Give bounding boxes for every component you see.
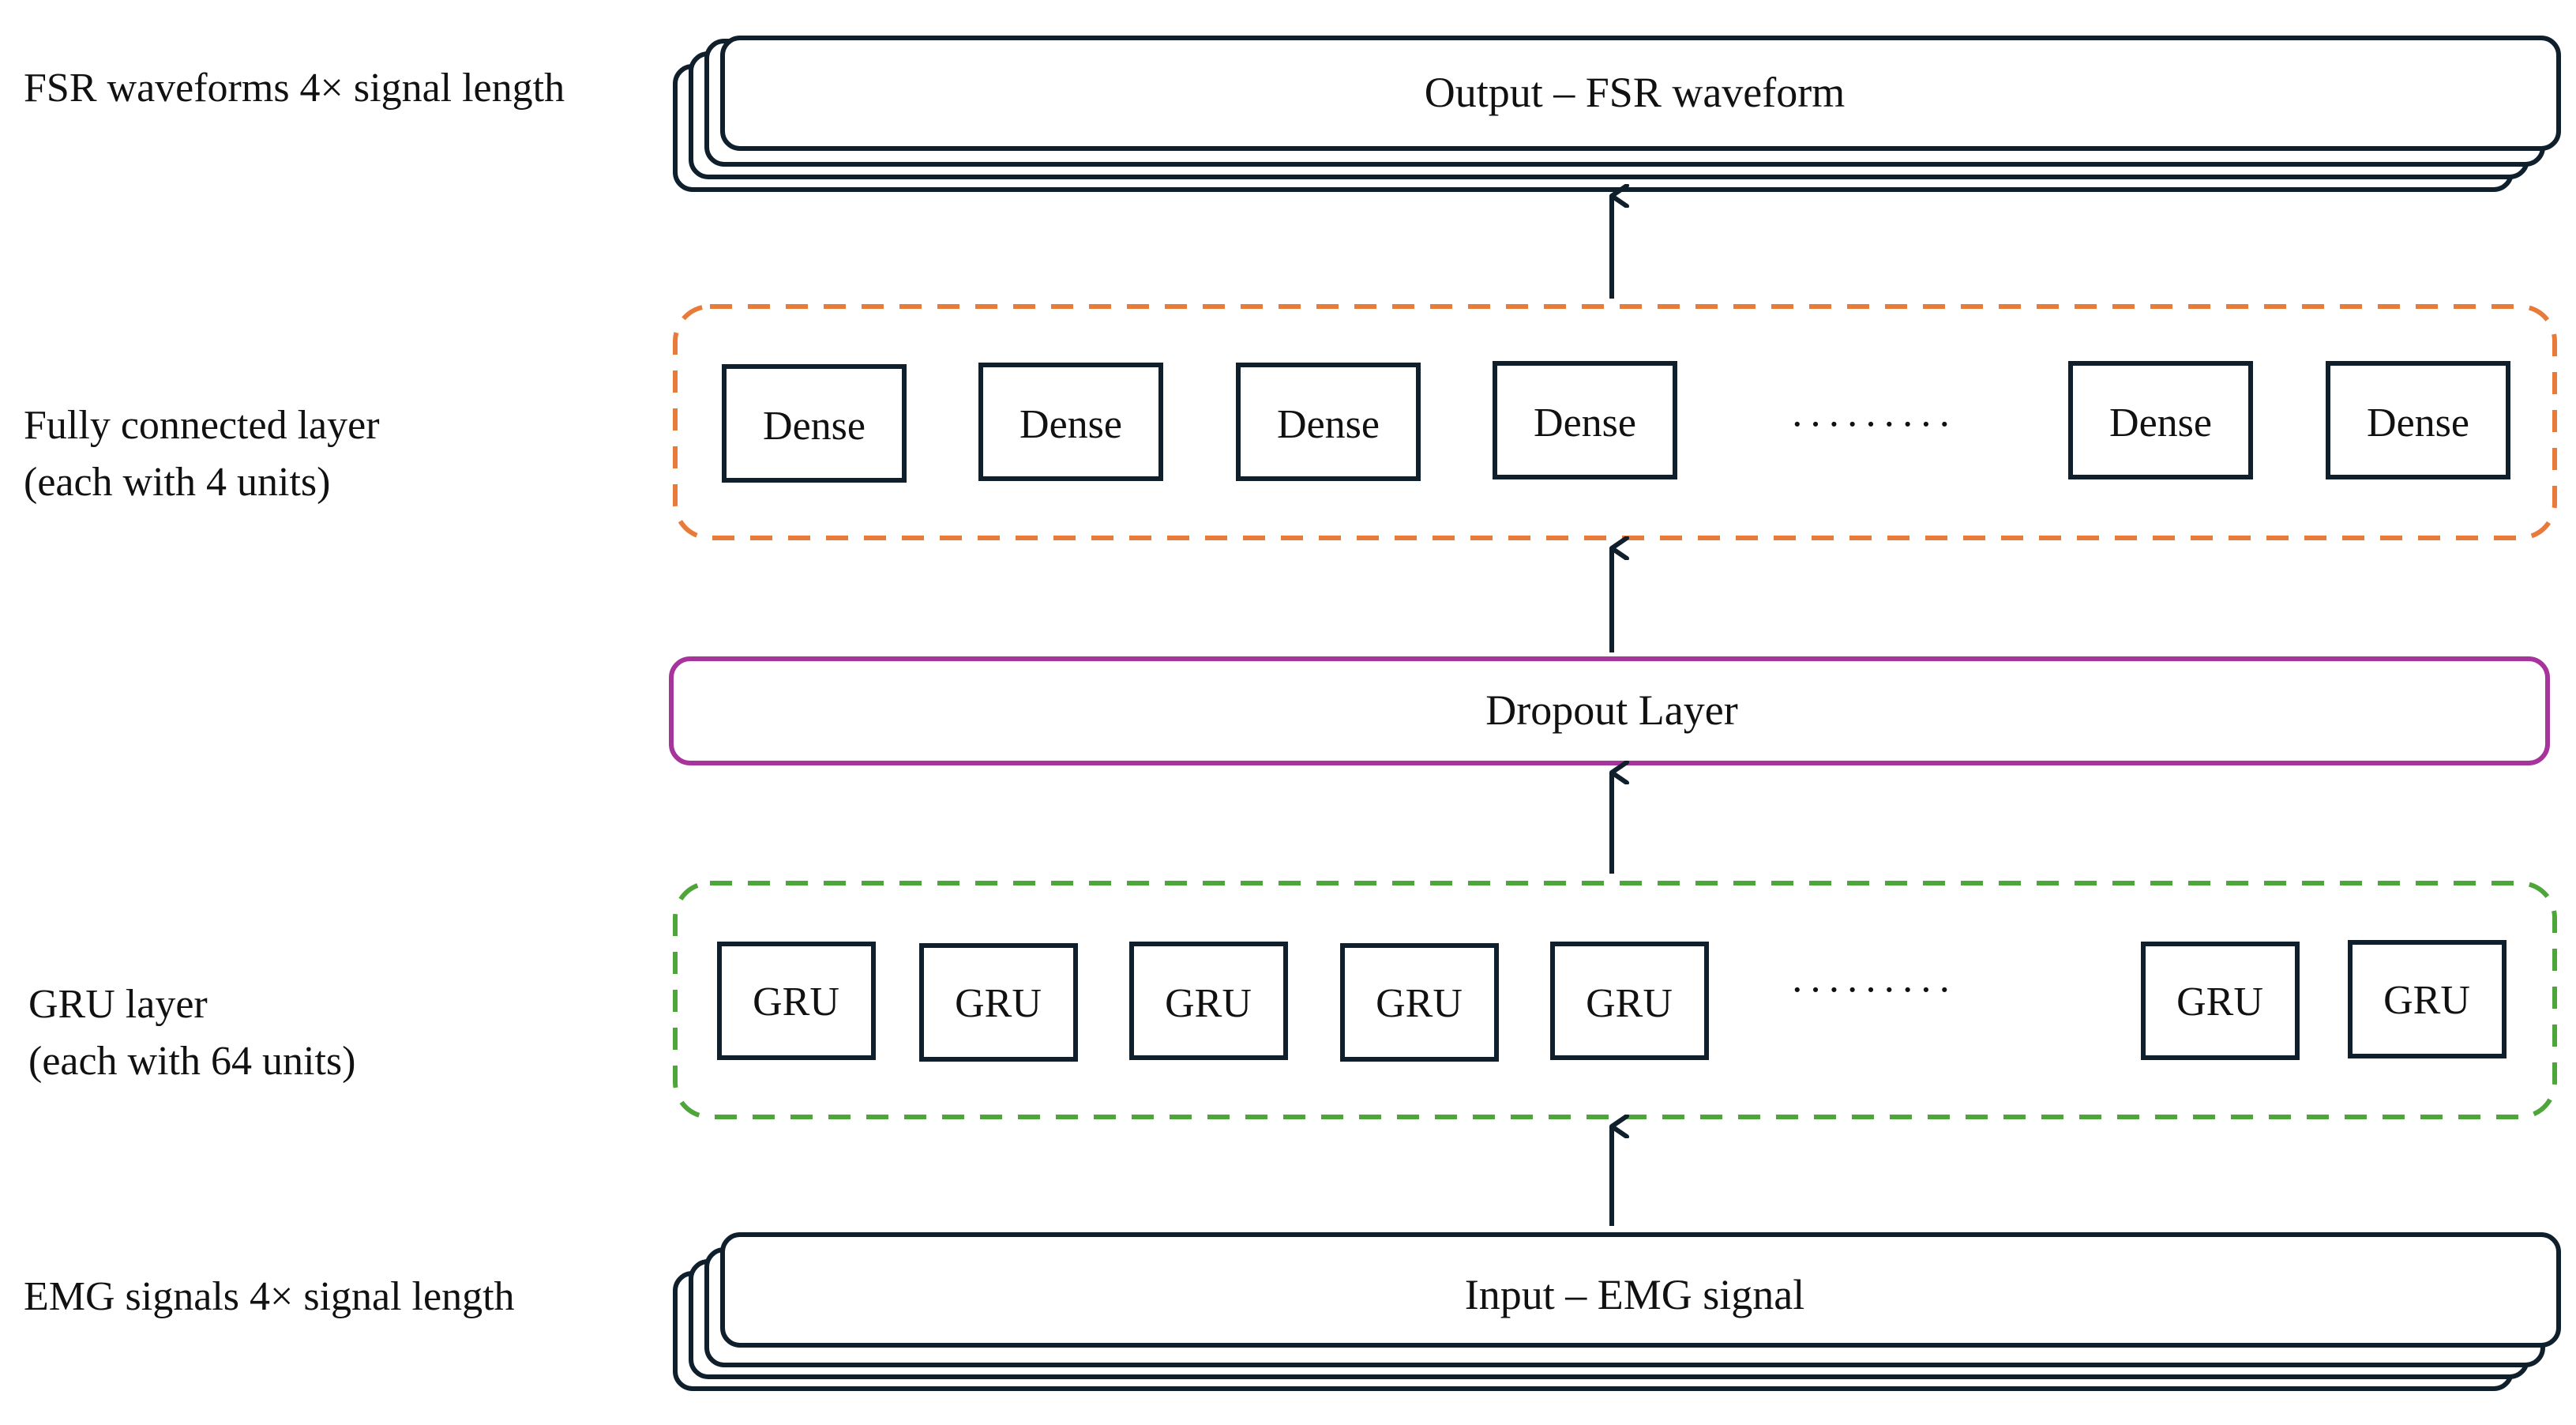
svg-text:Dense: Dense [1020,402,1122,447]
dense-unit: Dense [1236,363,1421,481]
svg-text:GRU: GRU [1165,981,1252,1026]
svg-text:GRU: GRU [2383,978,2470,1023]
gru-unit: GRU [2348,940,2507,1058]
fully-connected-side-label: Fully connected layer [24,403,380,448]
dense-unit: Dense [2326,361,2510,479]
svg-text:GRU: GRU [753,979,839,1025]
output-block: Output – FSR waveform [673,36,2561,192]
svg-text:GRU: GRU [1586,981,1673,1026]
svg-text:Dense: Dense [2367,400,2469,446]
dense-unit: Dense [2068,361,2253,479]
fully-connected-layer: Dense Dense Dense Dense ········· Dense … [673,304,2557,540]
dense-ellipsis: ········· [1790,402,1956,447]
svg-text:GRU: GRU [1376,981,1463,1026]
dropout-block: Dropout Layer [669,656,2550,765]
dropout-block-label: Dropout Layer [1485,686,1737,734]
gru-unit: GRU [919,943,1078,1062]
dense-unit: Dense [1493,361,1677,479]
output-block-label: Output – FSR waveform [1425,69,1846,116]
gru-unit: GRU [1550,942,1709,1060]
gru-side-sublabel: (each with 64 units) [28,1039,355,1084]
svg-text:Dense: Dense [2109,400,2212,446]
gru-layer: GRU GRU GRU GRU GRU ········· GRU GRU [673,881,2557,1119]
input-side-label: EMG signals 4× signal length [24,1274,515,1319]
output-side-label: FSR waveforms 4× signal length [24,66,565,111]
input-block: Input – EMG signal [673,1232,2561,1391]
gru-unit: GRU [1340,943,1499,1062]
svg-text:Dense: Dense [763,404,866,449]
svg-text:GRU: GRU [955,981,1042,1026]
gru-side-label: GRU layer [28,982,208,1027]
fully-connected-side-sublabel: (each with 4 units) [24,460,330,505]
gru-unit: GRU [1129,942,1288,1060]
gru-unit: GRU [717,942,876,1060]
dense-unit: Dense [722,364,907,483]
svg-text:Dense: Dense [1277,402,1380,447]
dense-unit: Dense [978,363,1163,481]
svg-text:Dense: Dense [1534,400,1636,446]
svg-text:GRU: GRU [2176,979,2263,1025]
gru-ellipsis: ········· [1790,968,1956,1013]
input-block-label: Input – EMG signal [1465,1271,1804,1318]
gru-unit: GRU [2141,942,2300,1060]
